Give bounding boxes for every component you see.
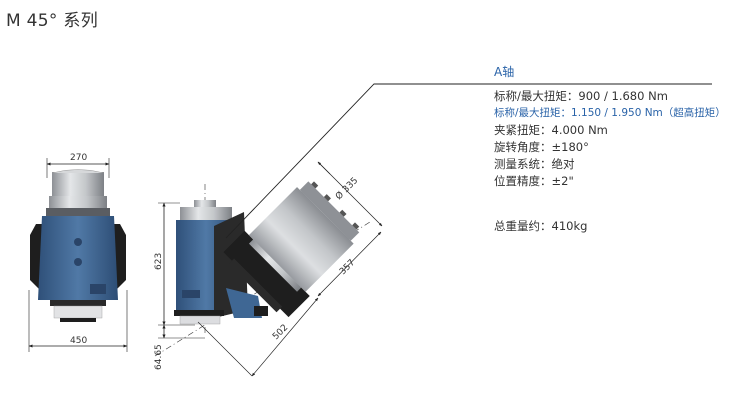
spec-row-clamping: 夹紧扭矩：4.000 Nm: [494, 123, 608, 137]
dim-502-label: 502: [271, 323, 290, 342]
side-view: 623 64.65: [154, 161, 383, 377]
dim-270-label: 270: [70, 153, 87, 163]
page-title: M 45° 系列: [6, 11, 99, 31]
dim-diameter-label: Ø 335: [333, 175, 360, 202]
spec-row-torque-high: 标称/最大扭矩：1.150 / 1.950 Nm（超高扭矩）: [494, 107, 726, 119]
axis-title: A轴: [494, 65, 515, 79]
dim-623-label: 623: [154, 253, 164, 270]
dim-6465-label: 64.65: [154, 344, 164, 370]
spec-row-rotation: 旋转角度：±180°: [494, 140, 589, 154]
dim-450-label: 450: [70, 336, 87, 346]
spec-row-torque: 标称/最大扭矩：900 / 1.680 Nm: [494, 89, 668, 103]
spec-row-measuring: 测量系统：绝对: [494, 157, 575, 171]
spec-row-weight: 总重量约：410kg: [494, 219, 588, 233]
dim-357-label: 357: [338, 258, 357, 277]
spec-row-accuracy: 位置精度：±2": [494, 174, 574, 188]
front-view: 270 450: [28, 153, 128, 352]
spec-panel: A轴 标称/最大扭矩：900 / 1.680 Nm 标称/最大扭矩：1.150 …: [494, 65, 726, 235]
leader-line: [225, 83, 712, 239]
